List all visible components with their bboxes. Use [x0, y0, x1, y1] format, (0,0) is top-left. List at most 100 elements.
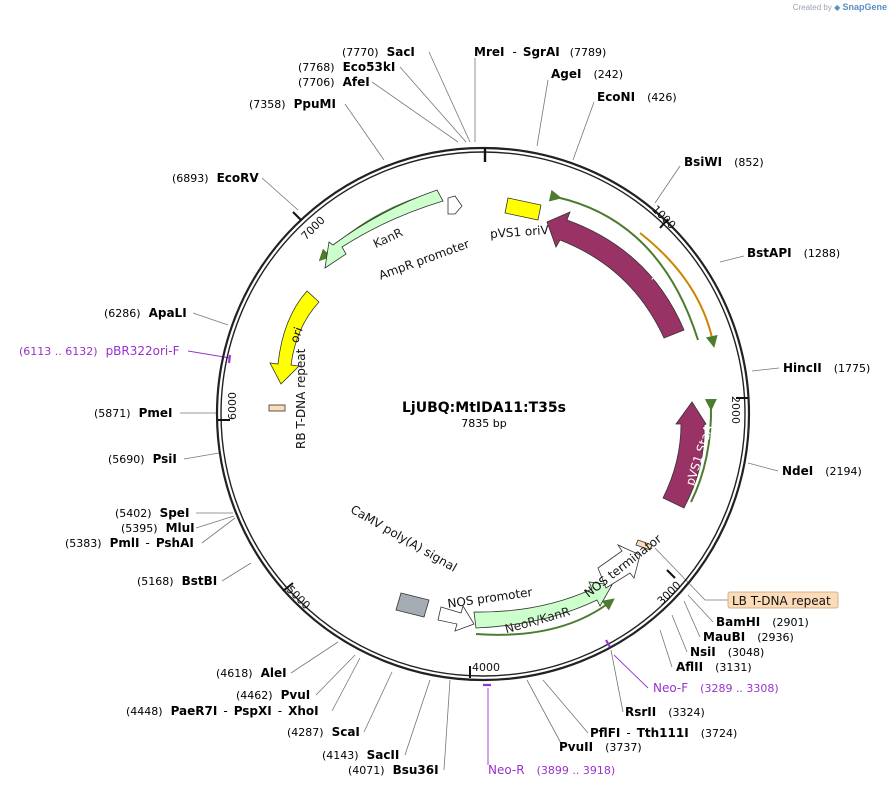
tick-label-5000: 5000	[284, 583, 313, 612]
feature-ampr-promoter-arrow	[447, 195, 463, 215]
primer-neo-r: Neo-R(3899 .. 3918)	[488, 763, 615, 777]
site-name: SacII	[367, 748, 400, 762]
orange-thin-arrow	[639, 232, 718, 348]
site-name: BamHI	[716, 615, 760, 629]
site-pos: (852)	[734, 156, 764, 169]
feature-camv-polya-box	[395, 592, 430, 618]
tick-3000	[666, 569, 676, 579]
site-name: SacI	[387, 45, 415, 59]
site-nsii: NsiI(3048)	[690, 645, 764, 659]
primer-name: pBR322ori-F	[106, 344, 180, 358]
leader-pmli	[201, 517, 236, 544]
leader-econi	[572, 101, 595, 161]
site-name: RsrII	[625, 705, 656, 719]
site-paer7i-pspxi-xhoi: (4448)PaeR7I-PspXI-XhoI	[126, 704, 319, 718]
neor-thin-arrow	[475, 598, 615, 636]
tick-label-4000: 4000	[472, 661, 500, 674]
tick-5000	[282, 582, 294, 592]
label-nos-promoter: NOS promoter	[447, 585, 534, 611]
leader-ecorv	[261, 177, 299, 211]
site-pos: (5690)	[108, 453, 145, 466]
leader-nsii	[671, 614, 688, 653]
site-eco53ki: (7768)Eco53kI	[298, 60, 395, 74]
site-name: SpeI	[160, 506, 190, 520]
backbone	[215, 146, 751, 682]
site-agei: AgeI(242)	[551, 67, 623, 81]
lb-tdna-repeat-box	[727, 591, 839, 609]
tick-label-2000: 2000	[729, 396, 742, 424]
feature-pvs1-staa-arrow	[662, 401, 707, 509]
site-apali: (6286)ApaLI	[104, 306, 187, 320]
features	[268, 189, 718, 636]
site-ecorv: (6893) EcoRV	[172, 171, 259, 185]
leader-sacii	[404, 679, 431, 756]
site-name: NdeI	[782, 464, 813, 478]
leader-ndei	[747, 462, 779, 472]
site-pos: (2936)	[757, 631, 794, 644]
snapgene-watermark: Created by ◆ SnapGene	[793, 2, 887, 12]
site-name: PvuII	[559, 740, 593, 754]
site-spei: (5402)SpeI	[115, 506, 189, 520]
site-separator: -	[512, 45, 516, 59]
watermark-brand: SnapGene	[842, 2, 887, 12]
leader-alei	[290, 641, 339, 674]
site-pos: (2194)	[825, 465, 862, 478]
feature-lb-tdna-block	[635, 539, 653, 551]
site-pos: (3324)	[668, 706, 705, 719]
leader-bamhi	[687, 594, 714, 623]
leader-bstbi	[221, 562, 252, 582]
feature-neor-kanr-arrow	[473, 581, 613, 629]
primer-mark-neo-f	[605, 639, 611, 648]
leader-ppumi	[344, 103, 385, 161]
site-pos: (1775)	[834, 362, 871, 375]
leader-maubi	[683, 600, 701, 638]
site-separator: -	[626, 726, 630, 740]
site-alei: (4618) AleI	[216, 666, 287, 680]
leader-aflii	[659, 629, 673, 668]
leader-agei	[536, 79, 549, 147]
site-pos: (7706)	[298, 76, 335, 89]
watermark-created-by: Created by	[792, 3, 832, 12]
leader-lines	[180, 51, 780, 771]
leader-scai	[363, 671, 393, 733]
site-pos: (6893)	[172, 172, 209, 185]
site-sacii: (4143)SacII	[322, 748, 399, 762]
site-bstbi: (5168)BstBI	[137, 574, 217, 588]
site-pos: (7768)	[298, 61, 335, 74]
site-name: AleI	[261, 666, 287, 680]
site-name: AflII	[676, 660, 703, 674]
tick-marks	[218, 211, 748, 678]
site-name-3: XhoI	[288, 704, 319, 718]
site-pos: (7789)	[570, 46, 607, 59]
site-pos: (5383)	[65, 537, 102, 550]
feature-rb-tdna-repeat	[268, 404, 286, 412]
tick-7000	[292, 211, 302, 221]
site-name: PsiI	[153, 452, 177, 466]
staa-thin-arrow	[690, 398, 717, 503]
site-name: MauBI	[703, 630, 745, 644]
site-name: PvuI	[281, 688, 311, 702]
primer-labels: (6113 .. 6132)pBR322ori-F Neo-F(3289 .. …	[19, 344, 779, 777]
site-psii: (5690) PsiI	[108, 452, 177, 466]
site-name: EcoRV	[217, 171, 260, 185]
site-pos: (4618)	[216, 667, 253, 680]
site-bstapi: BstAPI(1288)	[747, 246, 840, 260]
leader-rsrii	[610, 649, 624, 713]
plasmid-length: 7835 bp	[461, 417, 506, 430]
lb-tdna-repeat-callout: LB T-DNA repeat	[727, 591, 839, 609]
site-name: AfeI	[343, 75, 370, 89]
leader-bsiwi	[654, 165, 681, 204]
site-name-2: Tth111I	[637, 726, 689, 740]
site-mrei-sgrai: MreI-SgrAI(7789)	[474, 45, 606, 59]
site-separator: -	[145, 536, 149, 550]
backbone-inner	[220, 151, 746, 677]
backbone-outer	[215, 146, 751, 682]
site-pos: (1288)	[804, 247, 841, 260]
leader-bstapi	[719, 255, 745, 263]
site-pos: (3724)	[701, 727, 738, 740]
site-aflii: AflII(3131)	[676, 660, 752, 674]
site-labels: (7770)SacI (7768)Eco53kI (7706)AfeI (735…	[65, 45, 870, 777]
site-pos: (7770)	[342, 46, 379, 59]
site-name: PaeR7I	[171, 704, 218, 718]
site-pos: (5395)	[121, 522, 158, 535]
